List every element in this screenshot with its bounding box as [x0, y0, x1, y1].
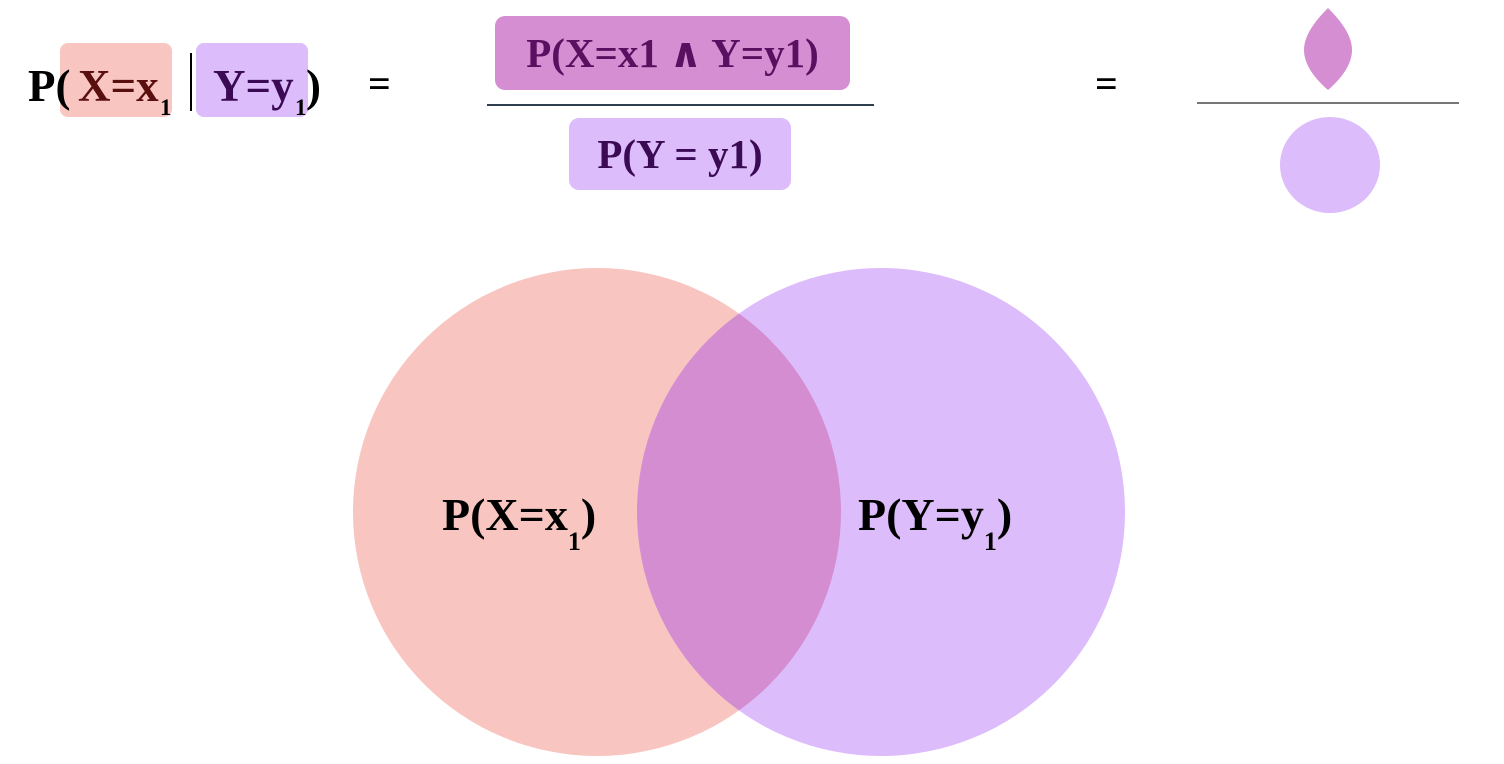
- equals-sign-2: =: [1095, 61, 1118, 106]
- intersection-lens-icon: [1304, 8, 1352, 90]
- lhs-close-paren: ): [306, 61, 321, 111]
- numerator-joint-probability: P(X=x1 ∧ Y=y1): [526, 30, 819, 76]
- denominator-marginal-probability: P(Y = y1): [597, 131, 763, 177]
- venn-x-label: P(X=x: [442, 489, 568, 540]
- y-event-circle-icon: [1280, 117, 1380, 213]
- numerator-highlight: [495, 16, 850, 90]
- venn-x-close: ): [581, 489, 596, 540]
- venn-diagram: P(X=x1) P(Y=y1): [353, 268, 1125, 756]
- given-bar: [190, 53, 192, 111]
- equals-sign-1: =: [368, 61, 391, 106]
- svg-text:P(X=x1): P(X=x1): [442, 489, 596, 556]
- lhs-x-subscript: 1: [160, 95, 172, 120]
- denominator-highlight: [569, 118, 791, 190]
- lens-shape: [1304, 8, 1352, 90]
- venn-y-subscript: 1: [984, 527, 997, 556]
- venn-x-subscript: 1: [568, 527, 581, 556]
- fraction-line: [487, 104, 874, 106]
- lhs-x-part: X=x: [78, 61, 159, 111]
- svg-text:P(Y=y1): P(Y=y1): [858, 489, 1012, 556]
- venn-y-label: P(Y=y: [858, 489, 984, 540]
- y-event-highlight: [196, 43, 308, 117]
- symbolic-fraction-line: [1197, 102, 1459, 104]
- intersection-region: [637, 268, 841, 756]
- lhs-y-subscript: 1: [295, 95, 307, 120]
- venn-y-close: ): [997, 489, 1012, 540]
- lhs-y-part: Y=y: [213, 61, 294, 111]
- conditional-probability-expression: P( X=x 1 Y=y 1 ): [28, 40, 328, 120]
- lhs-p-open: P(: [28, 61, 71, 111]
- y-circle-shape: [1280, 117, 1380, 213]
- x-event-highlight: [60, 43, 172, 117]
